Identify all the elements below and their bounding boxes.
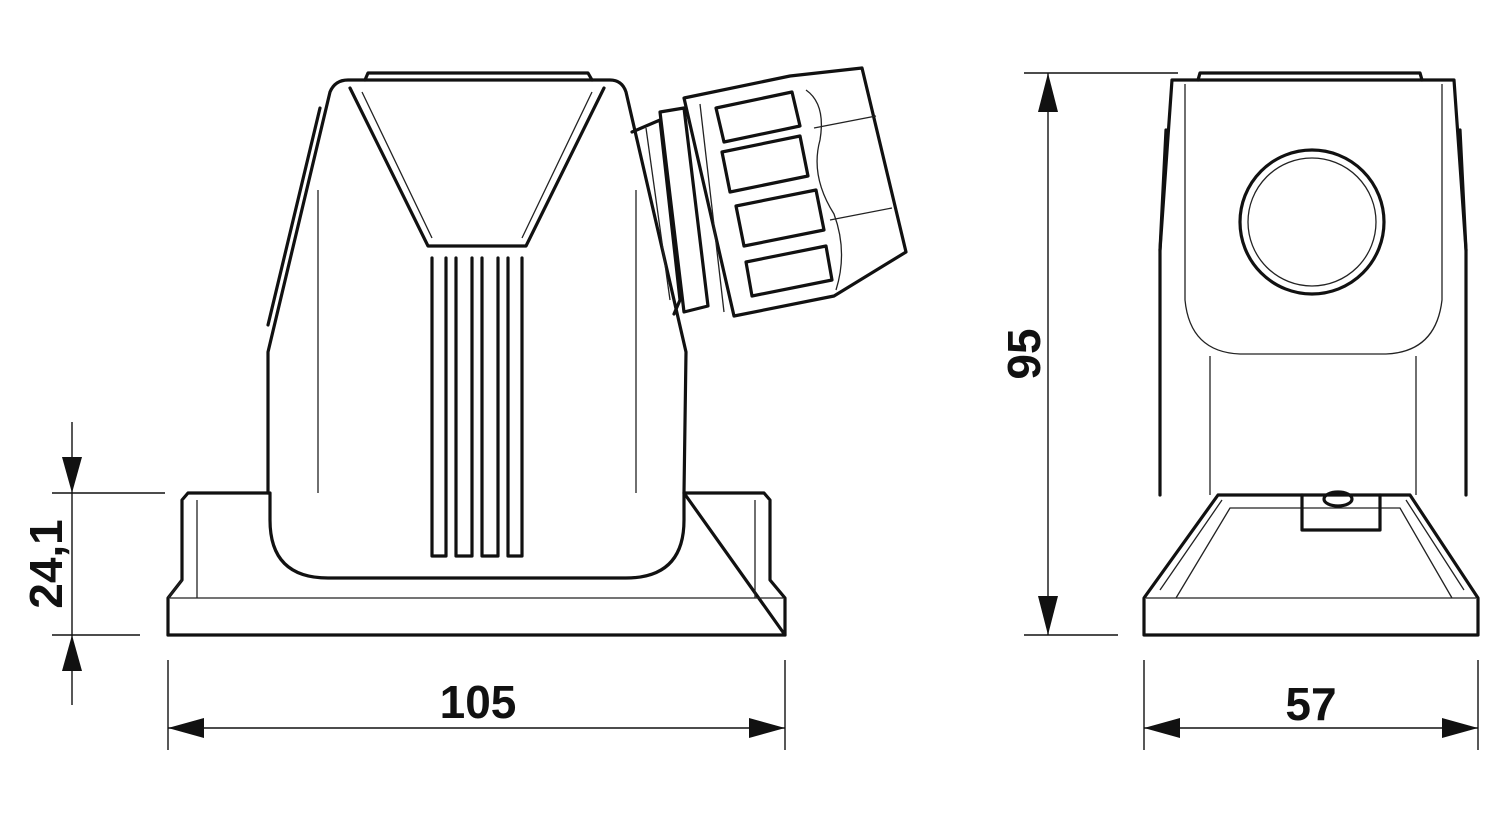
front-housing-left-ridge [266,106,322,327]
side-housing-face [1184,84,1443,355]
gland-neck [630,118,682,316]
side-housing-outer-lines [1158,128,1468,252]
front-housing-top-cap [363,71,594,82]
front-flange-inner-lines [167,500,783,599]
dimension-total-height: 95 [998,72,1178,636]
gland-collar [658,106,710,314]
dimension-side-width: 57 [1143,660,1479,750]
front-funnel [348,86,606,248]
gland-nut [682,66,908,318]
dimension-front-width: 105 [167,660,786,750]
side-cable-hole-outer [1238,148,1386,296]
side-housing-lower-lines [1209,356,1417,495]
arrow-bottom [1038,596,1058,635]
gland-nut-window-3 [734,188,826,248]
arrow-left [168,718,204,738]
side-screw [1322,490,1354,508]
flange-height-label: 24,1 [20,519,72,609]
front-housing-body [266,78,688,580]
side-housing-top-cap [1196,71,1424,82]
front-view [166,66,908,637]
side-housing [1158,78,1468,497]
side-screw-block [1300,493,1382,532]
side-width-label: 57 [1285,678,1336,730]
arrow-top [1038,73,1058,112]
front-slot-1 [430,256,448,558]
gland-nut-window-2 [720,134,810,194]
front-slot-3 [480,256,500,558]
arrow-down [62,457,82,493]
front-base-flange [166,491,787,637]
front-slot-4 [506,256,524,558]
arrow-left-side [1144,718,1180,738]
gland-nut-window-1 [714,90,802,144]
arrow-right-side [1442,718,1478,738]
total-height-label: 95 [998,328,1050,379]
front-width-label: 105 [440,676,517,728]
front-slot-2 [454,256,474,558]
gland-nut-window-4 [744,244,834,298]
arrow-right [749,718,785,738]
gland-nut-inner-lines [699,89,893,313]
side-base-inner [1146,499,1476,599]
side-view [1142,71,1480,637]
gland-neck-inner [645,127,671,301]
side-base [1142,493,1480,637]
side-cable-hole-inner [1247,157,1377,287]
dimension-flange-height: 24,1 [20,422,165,705]
front-funnel-inner [361,91,593,239]
arrow-up [62,635,82,671]
front-housing-inner-lines [317,190,637,493]
cable-gland [630,66,908,318]
